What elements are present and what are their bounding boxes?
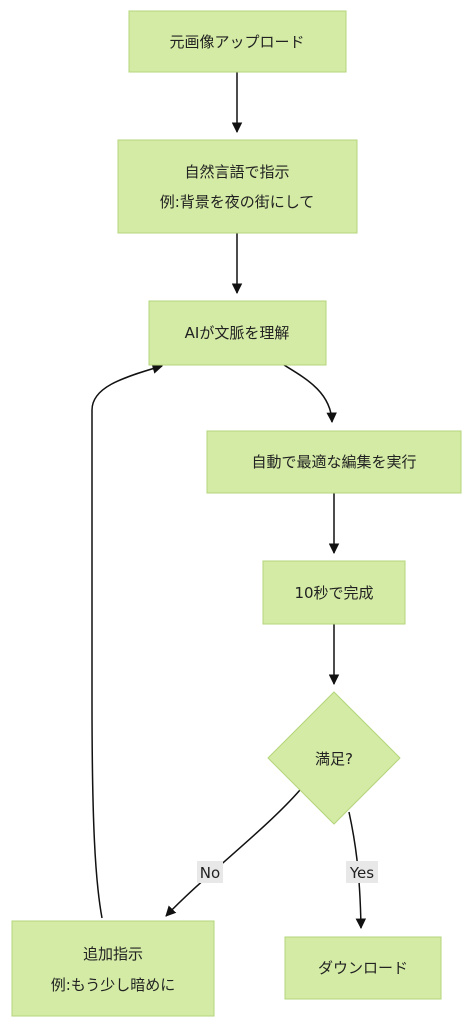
node-additional: 追加指示 例:もう少し暗めに	[11, 920, 215, 1017]
node-satisfied-line-1: 満足?	[315, 750, 353, 768]
node-instruct-line-2: 例:背景を夜の街にして	[160, 193, 315, 211]
node-download-line-1: ダウンロード	[318, 959, 408, 977]
node-edit: 自動で最適な編集を実行	[206, 430, 462, 494]
node-instruct: 自然言語で指示 例:背景を夜の街にして	[117, 139, 358, 234]
node-additional-line-1: 追加指示	[83, 945, 143, 963]
node-download: ダウンロード	[284, 936, 442, 1000]
node-understand-line-1: AIが文脈を理解	[185, 324, 290, 342]
node-satisfied: 満足?	[267, 691, 401, 825]
edge-understand-to-edit	[283, 364, 337, 424]
node-complete: 10秒で完成	[262, 560, 406, 625]
edge-label-no: No	[197, 861, 223, 883]
node-edit-line-1: 自動で最適な編集を実行	[251, 453, 416, 471]
node-upload-line-1: 元画像アップロード	[169, 33, 304, 51]
edge-label-yes-text: Yes	[349, 864, 374, 882]
edge-additional-to-understand	[91, 363, 164, 919]
node-instruct-line-1: 自然言語で指示	[184, 163, 289, 181]
node-additional-line-2: 例:もう少し暗めに	[51, 976, 176, 994]
node-understand: AIが文脈を理解	[148, 300, 327, 366]
edge-label-no-text: No	[200, 864, 220, 882]
node-upload: 元画像アップロード	[128, 10, 347, 73]
node-complete-line-1: 10秒で完成	[294, 584, 373, 602]
edges	[91, 72, 367, 930]
edge-satisfied-to-additional	[165, 789, 301, 917]
edge-satisfied-to-download	[348, 811, 367, 930]
edge-label-yes: Yes	[346, 861, 378, 883]
